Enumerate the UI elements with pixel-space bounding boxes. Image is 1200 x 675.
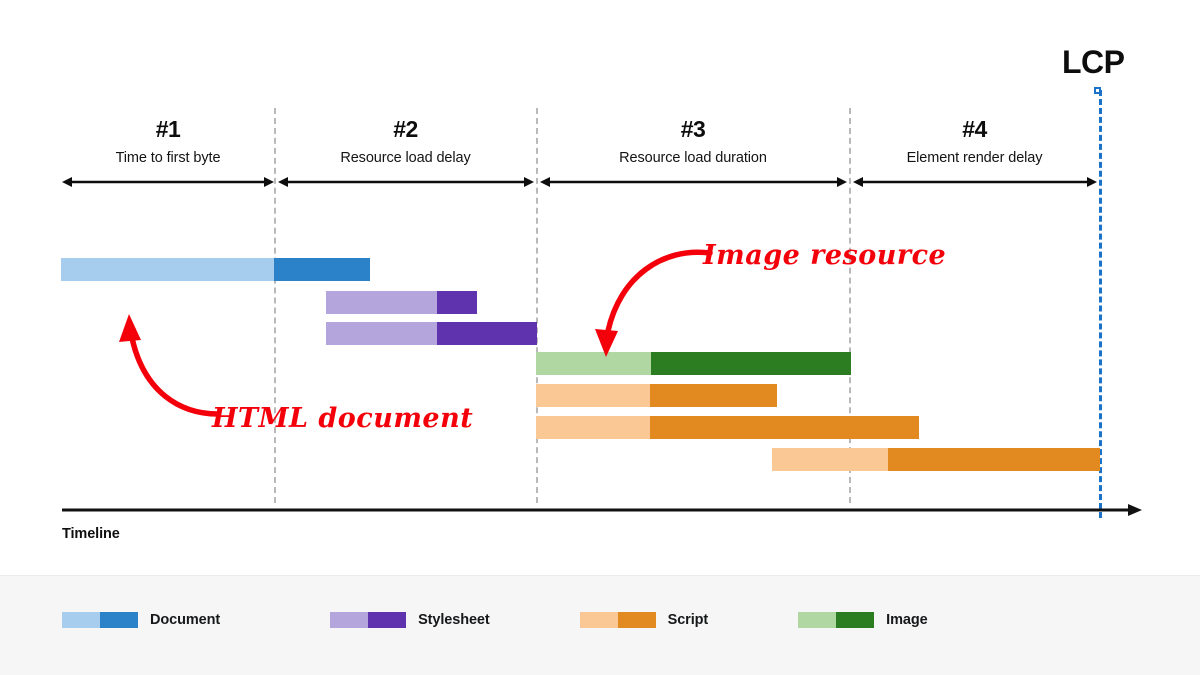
bar-script-2-duration-segment bbox=[650, 416, 919, 439]
phase-1-range-arrow bbox=[62, 175, 274, 189]
bar-stylesheet-2 bbox=[326, 322, 537, 345]
legend-swatch-script-icon bbox=[579, 612, 656, 628]
phase-4: #4 Element render delay bbox=[851, 118, 1098, 166]
timeline-axis-label: Timeline bbox=[62, 526, 120, 542]
image-resource-annotation-arrow bbox=[592, 245, 713, 360]
phase-3-name: Resource load duration bbox=[619, 150, 767, 166]
bar-script-2 bbox=[536, 416, 919, 439]
phase-3-number: #3 bbox=[680, 116, 706, 142]
phase-2-number: #2 bbox=[393, 116, 418, 142]
phase-1: #1 Time to first byte bbox=[62, 118, 274, 166]
bar-document-duration-segment bbox=[274, 258, 370, 281]
html-document-annotation-arrow bbox=[110, 288, 221, 418]
phase-divider-2 bbox=[536, 108, 538, 503]
bar-stylesheet-2-delay-segment bbox=[326, 322, 437, 345]
legend-swatch-stylesheet-icon bbox=[330, 612, 407, 628]
lcp-label: LCP bbox=[1062, 44, 1125, 80]
bar-stylesheet-1 bbox=[326, 291, 477, 314]
legend: Document Stylesheet Script bbox=[62, 612, 966, 628]
phase-4-name: Element render delay bbox=[906, 150, 1043, 166]
bar-image bbox=[536, 352, 851, 375]
legend-item-stylesheet: Stylesheet bbox=[330, 612, 490, 628]
legend-item-script: Script bbox=[579, 612, 709, 628]
phase-4-number: #4 bbox=[962, 116, 987, 142]
bar-image-delay-segment bbox=[536, 352, 651, 375]
legend-swatch-image-icon bbox=[798, 612, 875, 628]
bar-stylesheet-2-duration-segment bbox=[437, 322, 537, 345]
bar-stylesheet-1-duration-segment bbox=[437, 291, 477, 314]
legend-label-document: Document bbox=[150, 612, 221, 628]
legend-label-stylesheet: Stylesheet bbox=[418, 612, 490, 628]
bar-document-delay-segment bbox=[61, 258, 274, 281]
bar-script-1 bbox=[536, 384, 777, 407]
phase-divider-3 bbox=[849, 108, 851, 503]
bar-stylesheet-1-delay-segment bbox=[326, 291, 437, 314]
bar-document bbox=[61, 258, 370, 281]
phase-divider-1 bbox=[274, 108, 276, 503]
bar-image-duration-segment bbox=[651, 352, 851, 375]
bar-script-3 bbox=[772, 448, 1100, 471]
diagram-canvas: LCP #1 Time to first byte #2 Resource lo… bbox=[61, 44, 1142, 542]
bar-script-1-duration-segment bbox=[650, 384, 777, 407]
legend-strip: Document Stylesheet Script bbox=[0, 575, 1200, 675]
phase-3: #3 Resource load duration bbox=[538, 118, 848, 166]
image-resource-annotation-label: Image resource bbox=[703, 240, 947, 271]
phase-2-name: Resource load delay bbox=[340, 150, 471, 166]
bar-script-3-duration-segment bbox=[888, 448, 1100, 471]
legend-label-script: Script bbox=[667, 612, 709, 628]
phase-4-range-arrow bbox=[853, 175, 1097, 189]
phase-2-range-arrow bbox=[278, 175, 534, 189]
bar-script-2-delay-segment bbox=[536, 416, 650, 439]
legend-item-image: Image bbox=[798, 612, 928, 628]
phase-1-number: #1 bbox=[155, 116, 181, 142]
legend-item-document: Document bbox=[62, 612, 220, 628]
legend-label-image: Image bbox=[886, 612, 928, 628]
lcp-marker-line bbox=[1099, 90, 1102, 518]
html-document-annotation-label: HTML document bbox=[212, 403, 474, 434]
legend-swatch-document-icon bbox=[62, 612, 138, 628]
bar-script-1-delay-segment bbox=[536, 384, 650, 407]
phase-3-range-arrow bbox=[540, 175, 847, 189]
phase-2: #2 Resource load delay bbox=[276, 118, 535, 166]
timeline-axis bbox=[62, 503, 1142, 517]
bar-script-3-delay-segment bbox=[772, 448, 888, 471]
phase-1-name: Time to first byte bbox=[115, 150, 221, 166]
